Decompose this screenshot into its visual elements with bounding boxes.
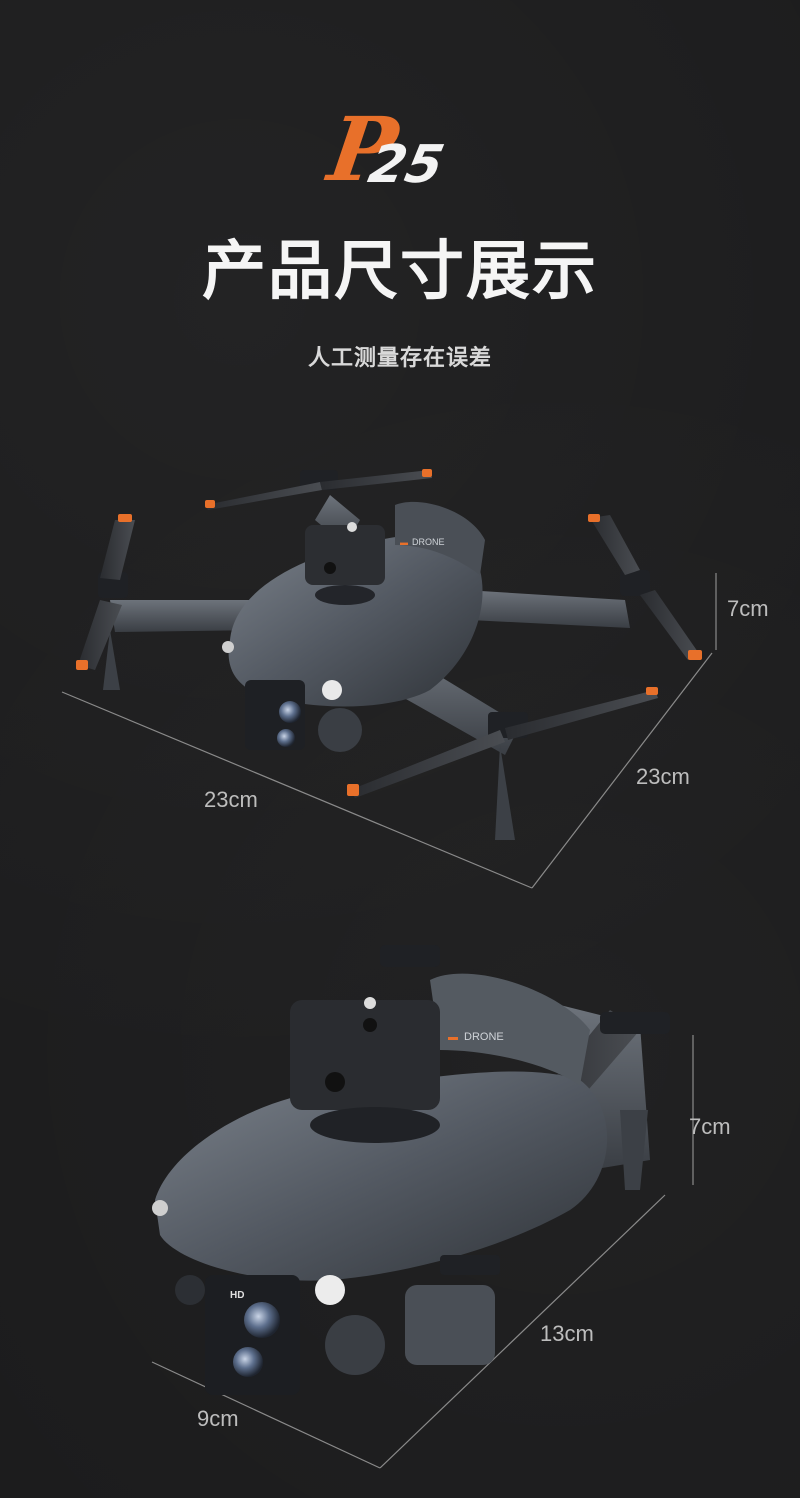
dimension-width-top: 23cm (636, 764, 690, 789)
camera-hd-badge: HD (230, 1290, 244, 1301)
camera-lens-icon (233, 1347, 263, 1377)
dimension-width-bottom: 9cm (197, 1406, 239, 1431)
top-obstacle-sensor (305, 525, 385, 585)
propellers-top (78, 470, 700, 798)
rear-motor-folded (405, 1285, 495, 1365)
drone-body-folded (155, 1071, 608, 1281)
camera-lens-icon (277, 729, 295, 747)
dimension-lines-top (61, 573, 717, 889)
front-light-icon (322, 680, 342, 700)
camera-lens-icon (244, 1302, 280, 1338)
dimension-length-bottom: 13cm (540, 1321, 594, 1346)
sensor-lens-icon (325, 1072, 345, 1092)
drone-unfolded: ▬ DRONE (61, 469, 717, 889)
dimension-height-bottom: 7cm (689, 1114, 731, 1139)
sensor-lens-icon (324, 562, 336, 574)
camera-lens-icon (279, 701, 301, 723)
dimension-lines-bottom (151, 1035, 694, 1469)
body-brand-text: DRONE (464, 1031, 504, 1043)
propeller-tips-top (76, 469, 702, 796)
drone-folded: ▬ DRONE HD (151, 945, 694, 1469)
brand-accent-mark: ▬ (448, 1032, 458, 1043)
page-title: 产品尺寸展示 (202, 234, 598, 309)
dimension-height-top: 7cm (727, 596, 769, 621)
drone-body-top (228, 535, 483, 707)
side-light-icon (152, 1200, 168, 1216)
brand-accent-mark: ▬ (400, 538, 408, 547)
side-light-icon (222, 641, 234, 653)
top-obstacle-sensor-folded (290, 1000, 440, 1110)
page-subtitle: 人工测量存在误差 (307, 345, 492, 371)
body-brand-text: DRONE (412, 537, 445, 547)
drone-rear-shell-folded (430, 973, 590, 1085)
drone-rear-shell (395, 501, 485, 575)
front-light-icon (315, 1275, 345, 1305)
dimension-length-top: 23cm (204, 787, 258, 812)
